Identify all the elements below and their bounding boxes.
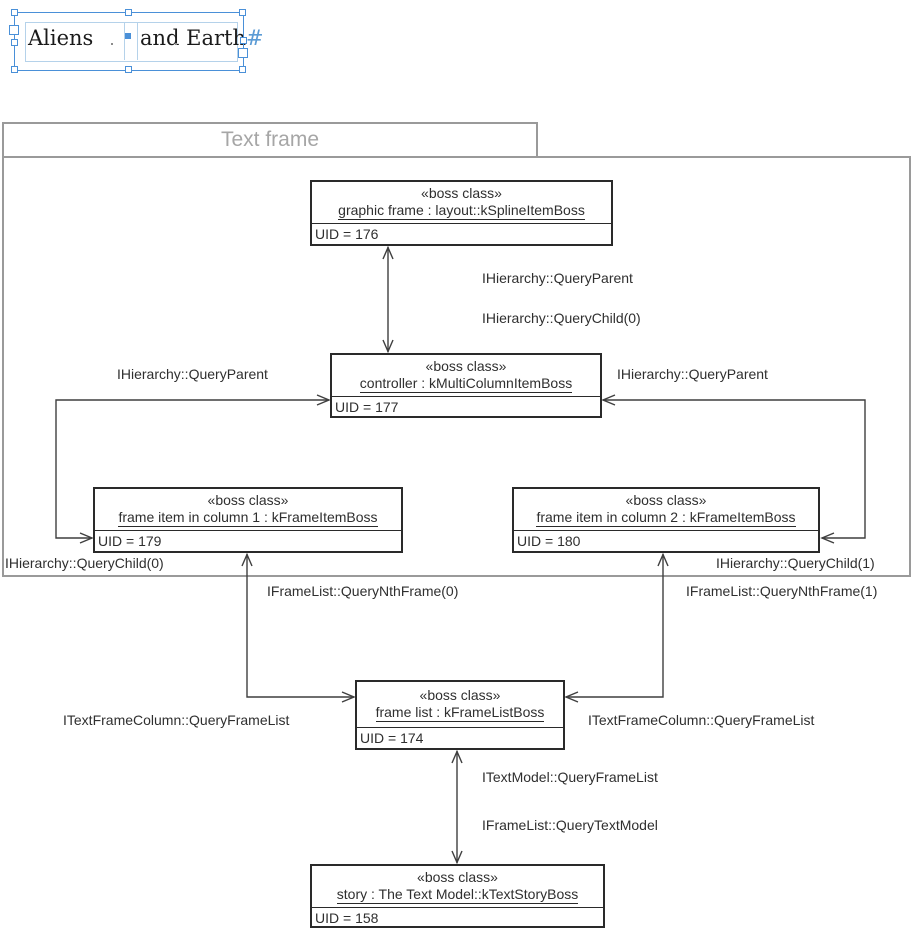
selection-handle-bottom-left[interactable] xyxy=(11,66,18,73)
selection-handle-top-middle[interactable] xyxy=(125,9,132,16)
uid-value: UID = 158 xyxy=(315,910,379,926)
selection-handle-middle-right[interactable] xyxy=(240,37,247,44)
stereotype: «boss class» xyxy=(425,358,507,374)
text-frame-border xyxy=(25,22,238,62)
edge-label-queryparent-right: IHierarchy::QueryParent xyxy=(617,366,768,382)
column2-text-run: and Earth xyxy=(140,26,247,50)
column1-text-run: Aliens xyxy=(28,26,94,50)
stereotype: «boss class» xyxy=(625,492,707,508)
class-name: frame item in column 1 : kFrameItemBoss xyxy=(118,509,378,527)
package-title: Text frame xyxy=(220,128,320,151)
column1-text: Aliens xyxy=(28,26,93,50)
boss-box-frame-list: «boss class» frame list : kFrameListBoss… xyxy=(355,680,565,750)
edge-queryparent-left xyxy=(55,394,331,544)
stereotype: «boss class» xyxy=(207,492,289,508)
edge-label-framelist-querytextmodel: IFrameList::QueryTextModel xyxy=(482,817,658,833)
edge-label-querychild-left: IHierarchy::QueryChild(0) xyxy=(5,555,164,571)
edge-framelist-left xyxy=(241,552,356,703)
boss-box-controller: «boss class» controller : kMultiColumnIt… xyxy=(330,353,602,418)
end-of-story-icon: # xyxy=(246,26,264,50)
selection-handle-top-left[interactable] xyxy=(11,9,18,16)
boss-box-story: «boss class» story : The Text Model::kTe… xyxy=(310,864,605,928)
selection-handle-bottom-middle[interactable] xyxy=(125,66,132,73)
column2-text: and Earth# xyxy=(140,26,264,50)
boss-box-graphic-frame: «boss class» graphic frame : layout::kSp… xyxy=(310,180,613,246)
edge-label-queryframelist-left: ITextFrameColumn::QueryFrameList xyxy=(63,712,290,728)
edge-label-querynthframe-1: IFrameList::QueryNthFrame(1) xyxy=(686,583,878,599)
boss-header: «boss class» story : The Text Model::kTe… xyxy=(312,866,603,908)
uid-value: UID = 174 xyxy=(360,730,424,746)
stereotype: «boss class» xyxy=(417,869,498,885)
selection-handle-middle-left[interactable] xyxy=(11,39,18,46)
class-name: frame list : kFrameListBoss xyxy=(375,704,545,722)
text-in-port-icon[interactable] xyxy=(9,25,19,35)
text-frame-preview: Aliens and Earth# xyxy=(0,0,270,90)
uid-value: UID = 180 xyxy=(517,533,581,549)
boss-header: «boss class» frame item in column 1 : kF… xyxy=(95,489,401,531)
edge-framelist-right xyxy=(564,552,669,703)
edge-textmodel-vertical xyxy=(451,749,463,865)
column-break-marker-icon xyxy=(125,33,131,39)
edge-label-queryparent-top: IHierarchy::QueryParent xyxy=(482,270,633,286)
boss-header: «boss class» graphic frame : layout::kSp… xyxy=(312,182,611,224)
edge-hierarchy-vertical xyxy=(382,245,394,354)
edge-label-querychild-right: IHierarchy::QueryChild(1) xyxy=(716,555,875,571)
class-name: story : The Text Model::kTextStoryBoss xyxy=(336,886,579,904)
stereotype: «boss class» xyxy=(419,687,501,703)
uid-value: UID = 176 xyxy=(315,226,379,242)
boss-box-frame-item-column-1: «boss class» frame item in column 1 : kF… xyxy=(93,487,403,553)
class-name: frame item in column 2 : kFrameItemBoss xyxy=(536,509,796,527)
selection-handle-top-right[interactable] xyxy=(239,9,246,16)
class-name: controller : kMultiColumnItemBoss xyxy=(359,375,573,393)
space-marker-icon xyxy=(111,43,113,45)
edge-label-textmodel-queryframelist: ITextModel::QueryFrameList xyxy=(482,769,658,785)
boss-header: «boss class» frame item in column 2 : kF… xyxy=(514,489,818,531)
boss-box-frame-item-column-2: «boss class» frame item in column 2 : kF… xyxy=(512,487,820,553)
edge-label-queryframelist-right: ITextFrameColumn::QueryFrameList xyxy=(588,712,815,728)
class-name: graphic frame : layout::kSplineItemBoss xyxy=(338,202,585,220)
boss-header: «boss class» controller : kMultiColumnIt… xyxy=(332,355,600,397)
space-marker-icon xyxy=(175,43,177,45)
selection-handle-bottom-right[interactable] xyxy=(239,66,246,73)
text-out-port-icon[interactable] xyxy=(238,48,248,58)
edge-label-querychild-top: IHierarchy::QueryChild(0) xyxy=(482,310,641,326)
uid-value: UID = 177 xyxy=(335,399,399,415)
column-guide-1 xyxy=(124,22,125,60)
edge-label-queryparent-left: IHierarchy::QueryParent xyxy=(117,366,268,382)
stereotype: «boss class» xyxy=(421,185,502,201)
boss-header: «boss class» frame list : kFrameListBoss xyxy=(357,682,563,728)
edge-queryparent-right xyxy=(601,394,866,544)
uid-value: UID = 179 xyxy=(98,533,162,549)
column-guide-2 xyxy=(137,22,138,60)
edge-label-querynthframe-0: IFrameList::QueryNthFrame(0) xyxy=(267,583,459,599)
